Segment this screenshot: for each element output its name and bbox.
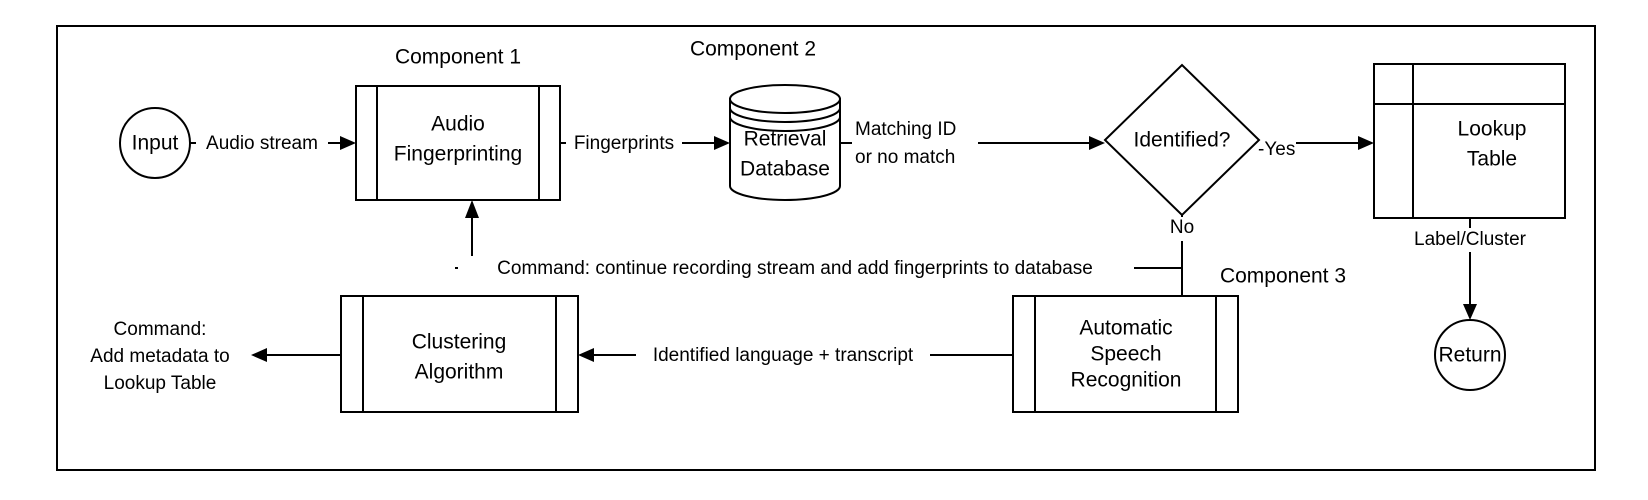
edge-no-label: No xyxy=(1170,217,1194,238)
node-return-circle[interactable] xyxy=(1434,319,1506,391)
node-lookup-table-box[interactable] xyxy=(1373,63,1566,219)
node-clustering-box[interactable] xyxy=(340,295,579,413)
edge-no-label-bg xyxy=(1160,217,1204,241)
node-identified-label: Identified? xyxy=(1134,129,1231,152)
edge-audio-stream-label: Audio stream xyxy=(206,133,318,154)
node-lookup-table-label-line2: Table xyxy=(1467,148,1517,171)
edge-audio-stream-arrowhead xyxy=(340,136,356,150)
node-audio-fingerprinting-label-line2: Fingerprinting xyxy=(394,143,522,166)
edge-identified-language-arrowhead xyxy=(578,348,594,362)
group-label-component-1: Component 1 xyxy=(395,46,521,69)
edge-matching-id-label-bg xyxy=(852,114,978,172)
node-clustering-label-line2: Algorithm xyxy=(415,361,504,384)
edge-command-out-label-line1: Command: xyxy=(114,319,207,340)
edge-matching-id-label-line2: or no match xyxy=(855,147,955,168)
node-identified-diamond[interactable] xyxy=(1103,63,1261,217)
edge-label-cluster-arrowhead xyxy=(1463,304,1477,320)
edge-identified-language-label-bg xyxy=(636,343,930,367)
edge-matching-id-arrowhead xyxy=(1089,136,1105,150)
node-retrieval-database-top-ellipse xyxy=(729,84,841,114)
edge-command-out-label-line3: Lookup Table xyxy=(104,373,217,394)
edge-fingerprints-label-bg xyxy=(566,131,682,155)
node-retrieval-database-ring-2 xyxy=(729,116,841,132)
edge-feedback-label-bg xyxy=(458,256,1134,280)
node-lookup-table-label-line1: Lookup xyxy=(1458,118,1527,141)
edge-command-out-label-line2: Add metadata to xyxy=(90,346,229,367)
edge-feedback-arrowhead xyxy=(465,200,479,218)
node-retrieval-database-ring-1 xyxy=(729,107,841,123)
node-retrieval-database-body[interactable] xyxy=(729,98,841,201)
edge-matching-id-label-line1: Matching ID xyxy=(855,119,956,140)
node-retrieval-database-label-line1: Retrieval xyxy=(744,128,827,151)
edge-label-cluster-label: Label/Cluster xyxy=(1414,229,1527,250)
edge-label-cluster-label-bg xyxy=(1403,228,1537,252)
node-audio-fingerprinting-box[interactable] xyxy=(355,85,561,201)
edge-identified-language-label: Identified language + transcript xyxy=(653,345,914,366)
edge-yes-label: -Yes xyxy=(1258,139,1295,160)
node-retrieval-database-label-line2: Database xyxy=(740,158,830,181)
node-asr-label-line1: Automatic xyxy=(1079,317,1172,340)
node-asr-box[interactable] xyxy=(1012,295,1239,413)
node-clustering-label-line1: Clustering xyxy=(412,331,507,354)
group-label-component-3: Component 3 xyxy=(1220,265,1346,288)
edge-yes-arrowhead xyxy=(1358,136,1374,150)
group-label-component-2: Component 2 xyxy=(690,38,816,61)
edge-feedback-label: Command: continue recording stream and a… xyxy=(497,258,1093,279)
node-asr-label-line3: Recognition xyxy=(1071,369,1182,392)
node-input-label: Input xyxy=(132,132,179,155)
edge-command-out-arrowhead xyxy=(251,348,267,362)
node-audio-fingerprinting-label-line1: Audio xyxy=(431,113,485,136)
edge-audio-stream-label-bg xyxy=(196,131,328,155)
diagram-frame xyxy=(56,25,1596,471)
edge-fingerprints-label: Fingerprints xyxy=(574,133,674,154)
edge-fingerprints-arrowhead xyxy=(714,136,730,150)
node-return-label: Return xyxy=(1438,344,1501,367)
node-asr-label-line2: Speech xyxy=(1090,343,1161,366)
